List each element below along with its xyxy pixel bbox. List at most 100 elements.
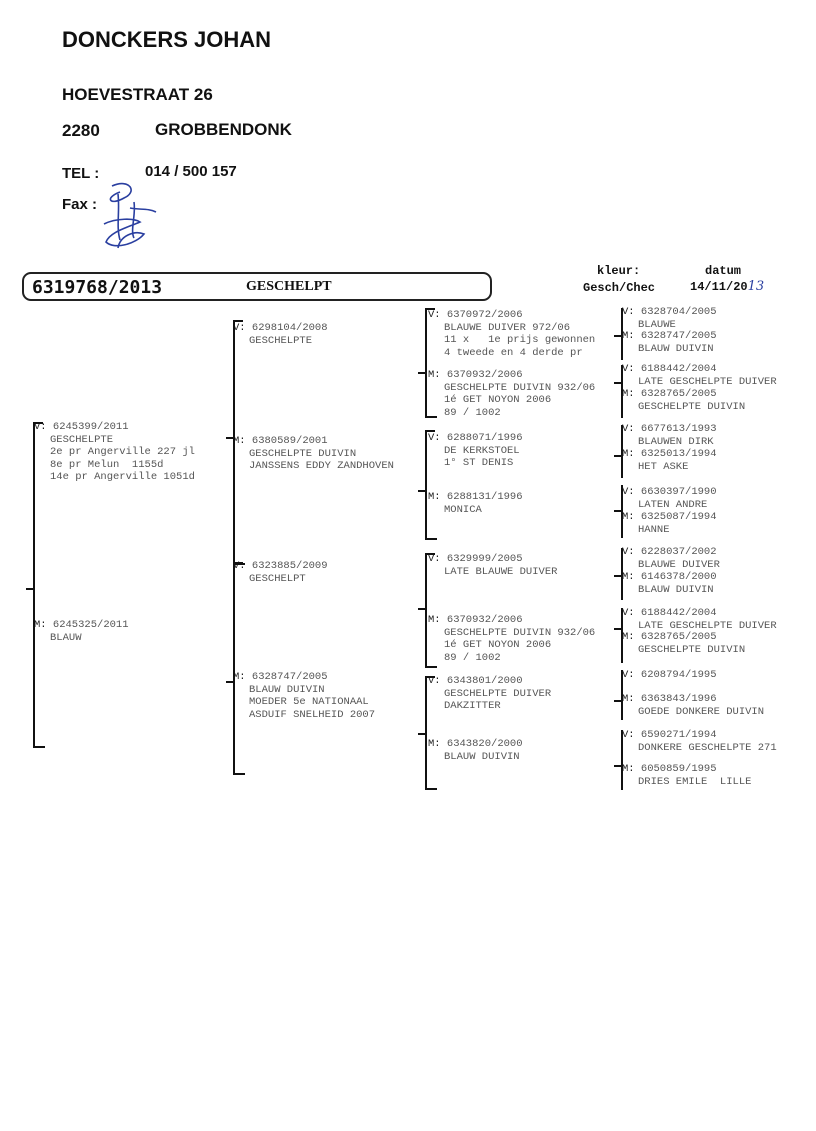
signature [103, 182, 157, 249]
datum-value: 14/11/2013 [690, 279, 764, 294]
ancestor-info-line: 4 tweede en 4 derde pr [444, 346, 583, 359]
ancestor-info-line: BLAUW DUIVIN [444, 750, 520, 763]
ring-number: 6328765/2005 [640, 631, 717, 643]
bracket-line [26, 588, 33, 590]
ancestor-ring-line: V: 6323885/2009 [233, 560, 328, 573]
ancestor-info-line: 1° ST DENIS [444, 457, 514, 469]
parent-label: M: [622, 388, 641, 400]
bracket-line [614, 765, 621, 767]
parent-label: M: [622, 330, 641, 342]
ancestor-ring-line: M: 6343820/2000 [428, 738, 523, 751]
bracket-line [425, 308, 435, 310]
bracket-line [425, 553, 427, 668]
datum-printed: 14/11/20 [690, 280, 748, 294]
tel-value: 014 / 500 157 [145, 163, 237, 180]
bracket-line [425, 676, 427, 790]
bracket-line [614, 455, 621, 457]
ancestor-info-line: LATE BLAUWE DUIVER [444, 565, 558, 578]
ancestor-info-line: MOEDER 5e NATIONAAL [249, 696, 369, 708]
ancestor-ring-line: M: 6328765/2005 [622, 631, 745, 644]
parent-label: M: [622, 511, 641, 523]
ancestor-info-line: BLAUWE DUIVER [638, 558, 720, 571]
bracket-line [226, 437, 233, 439]
bracket-line [233, 320, 235, 565]
parent-label: M: [428, 369, 447, 381]
ancestor-info-line: DE KERKSTOEL [444, 444, 520, 457]
ancestor-info-line: GESCHELPTE DUIVIN [638, 400, 746, 413]
ancestor-ring-line: V: 6343801/2000 [428, 675, 551, 688]
bracket-line [33, 422, 35, 748]
ancestor-info-line: ASDUIF SNELHEID 2007 [249, 708, 376, 721]
ancestor-info-line: BLAUWE DUIVER 972/06 [444, 321, 571, 334]
parent-label: M: [233, 671, 252, 683]
bracket-line [614, 700, 621, 702]
ancestor-info-line: BLAUWE [638, 318, 676, 331]
parent-label: V: [233, 322, 252, 334]
ring-number: 6325087/1994 [640, 511, 717, 523]
bracket-line [614, 335, 621, 337]
ring-number: 6363843/1996 [640, 693, 717, 705]
parent-label: V: [622, 486, 641, 498]
ancestor-info-line: GESCHELPTE [50, 433, 114, 446]
datum-handwritten: 13 [747, 279, 765, 294]
bracket-line [614, 510, 621, 512]
bracket-line [418, 372, 425, 374]
bracket-line [418, 733, 425, 735]
ring-number: 6370972/2006 [446, 309, 523, 321]
parent-label: V: [428, 553, 447, 565]
ancestor-ring-line: V: 6288071/1996 [428, 432, 523, 445]
owner-postcode: 2280 [62, 121, 100, 140]
bracket-line [621, 730, 623, 790]
parent-label: V: [622, 546, 641, 558]
parent-label: V: [622, 669, 641, 681]
ancestor-ring-line: V: 6298104/2008 [233, 322, 328, 335]
ancestor-info-line: BLAUW [50, 631, 82, 644]
ring-number: 6188442/2004 [640, 607, 717, 619]
bracket-line [418, 490, 425, 492]
parent-label: M: [34, 619, 53, 631]
ancestor-ring-line: M: 6245325/2011 [34, 619, 129, 632]
ancestor-info-line: GESCHELPTE DUIVIN 932/06 [444, 381, 596, 394]
parent-label: M: [622, 693, 641, 705]
ring-number: 6328747/2005 [640, 330, 717, 342]
ancestor-info-line: HET ASKE [638, 460, 689, 473]
parent-label: V: [622, 607, 641, 619]
ring-number: 6630397/1990 [640, 486, 717, 498]
ancestor-info-line: GESCHELPTE DUIVIN 932/06 [444, 626, 596, 639]
ancestor-ring-line: M: 6325087/1994 [622, 511, 717, 524]
ancestor-ring-line: V: 6370972/2006 [428, 309, 595, 322]
bracket-line [233, 773, 245, 775]
ring-number: 6370932/2006 [446, 614, 523, 626]
ring-number: 6677613/1993 [640, 423, 717, 435]
bracket-line [425, 416, 437, 418]
tel-label: TEL : [62, 165, 100, 182]
bracket-line [621, 670, 623, 720]
parent-label: V: [622, 363, 641, 375]
parent-label: M: [428, 491, 447, 503]
ring-number: 6328704/2005 [640, 306, 717, 318]
owner-city: GROBBENDONK [155, 120, 292, 139]
ancestor-info-line: 1é GET NOYON 2006 [444, 394, 552, 406]
kleur-label: kleur: [597, 264, 641, 278]
bird-title-box: 6319768/2013 GESCHELPT [22, 272, 492, 301]
bracket-line [233, 563, 245, 565]
ring-number: 6228037/2002 [640, 546, 717, 558]
ancestor-info-line: BLAUW DUIVIN [638, 583, 714, 596]
bracket-line [621, 608, 623, 663]
parent-label: V: [428, 309, 447, 321]
